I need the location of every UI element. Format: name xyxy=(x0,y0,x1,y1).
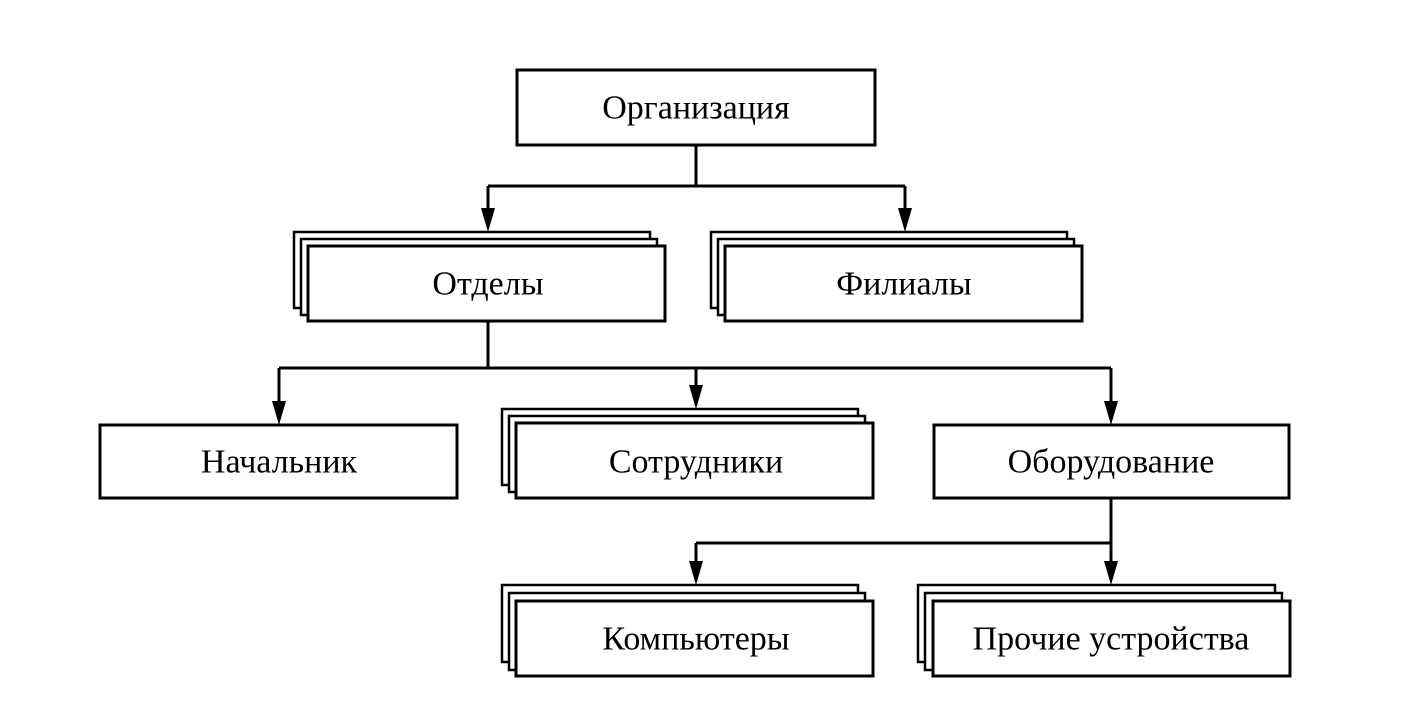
node-departments: Отделы xyxy=(292,230,667,323)
node-departments-box xyxy=(306,244,667,323)
arrowhead-employees xyxy=(689,385,703,409)
arrowhead-computers xyxy=(689,561,703,585)
node-employees-label: Сотрудники xyxy=(609,444,783,481)
node-branches-label: Филиалы xyxy=(836,266,972,303)
node-employees: Сотрудники xyxy=(500,407,875,500)
node-computers: Компьютеры xyxy=(500,583,875,678)
arrowhead-other-devices xyxy=(1104,561,1118,585)
node-other-devices: Прочие устройства xyxy=(916,583,1292,678)
node-equipment-box xyxy=(932,423,1291,500)
arrowhead-head xyxy=(272,401,286,425)
node-organization: Организация xyxy=(515,68,877,147)
node-employees-box xyxy=(514,421,875,500)
node-departments-label: Отделы xyxy=(432,266,543,303)
arrowhead-departments xyxy=(481,208,495,232)
node-other-devices-label: Прочие устройства xyxy=(973,621,1250,658)
node-other-devices-box xyxy=(931,599,1292,678)
node-head: Начальник xyxy=(98,423,459,500)
node-branches-box xyxy=(723,244,1084,323)
node-organization-box xyxy=(515,68,877,147)
arrowhead-branches xyxy=(898,208,912,232)
node-organization-label: Организация xyxy=(602,90,790,127)
node-equipment: Оборудование xyxy=(932,423,1291,500)
node-computers-label: Компьютеры xyxy=(602,621,789,658)
arrowhead-equipment xyxy=(1104,401,1118,425)
node-branches: Филиалы xyxy=(709,230,1084,323)
node-head-box xyxy=(98,423,459,500)
node-computers-box xyxy=(514,599,875,678)
node-equipment-label: Оборудование xyxy=(1008,444,1215,481)
connectors xyxy=(272,145,1118,585)
node-head-label: Начальник xyxy=(201,444,358,481)
